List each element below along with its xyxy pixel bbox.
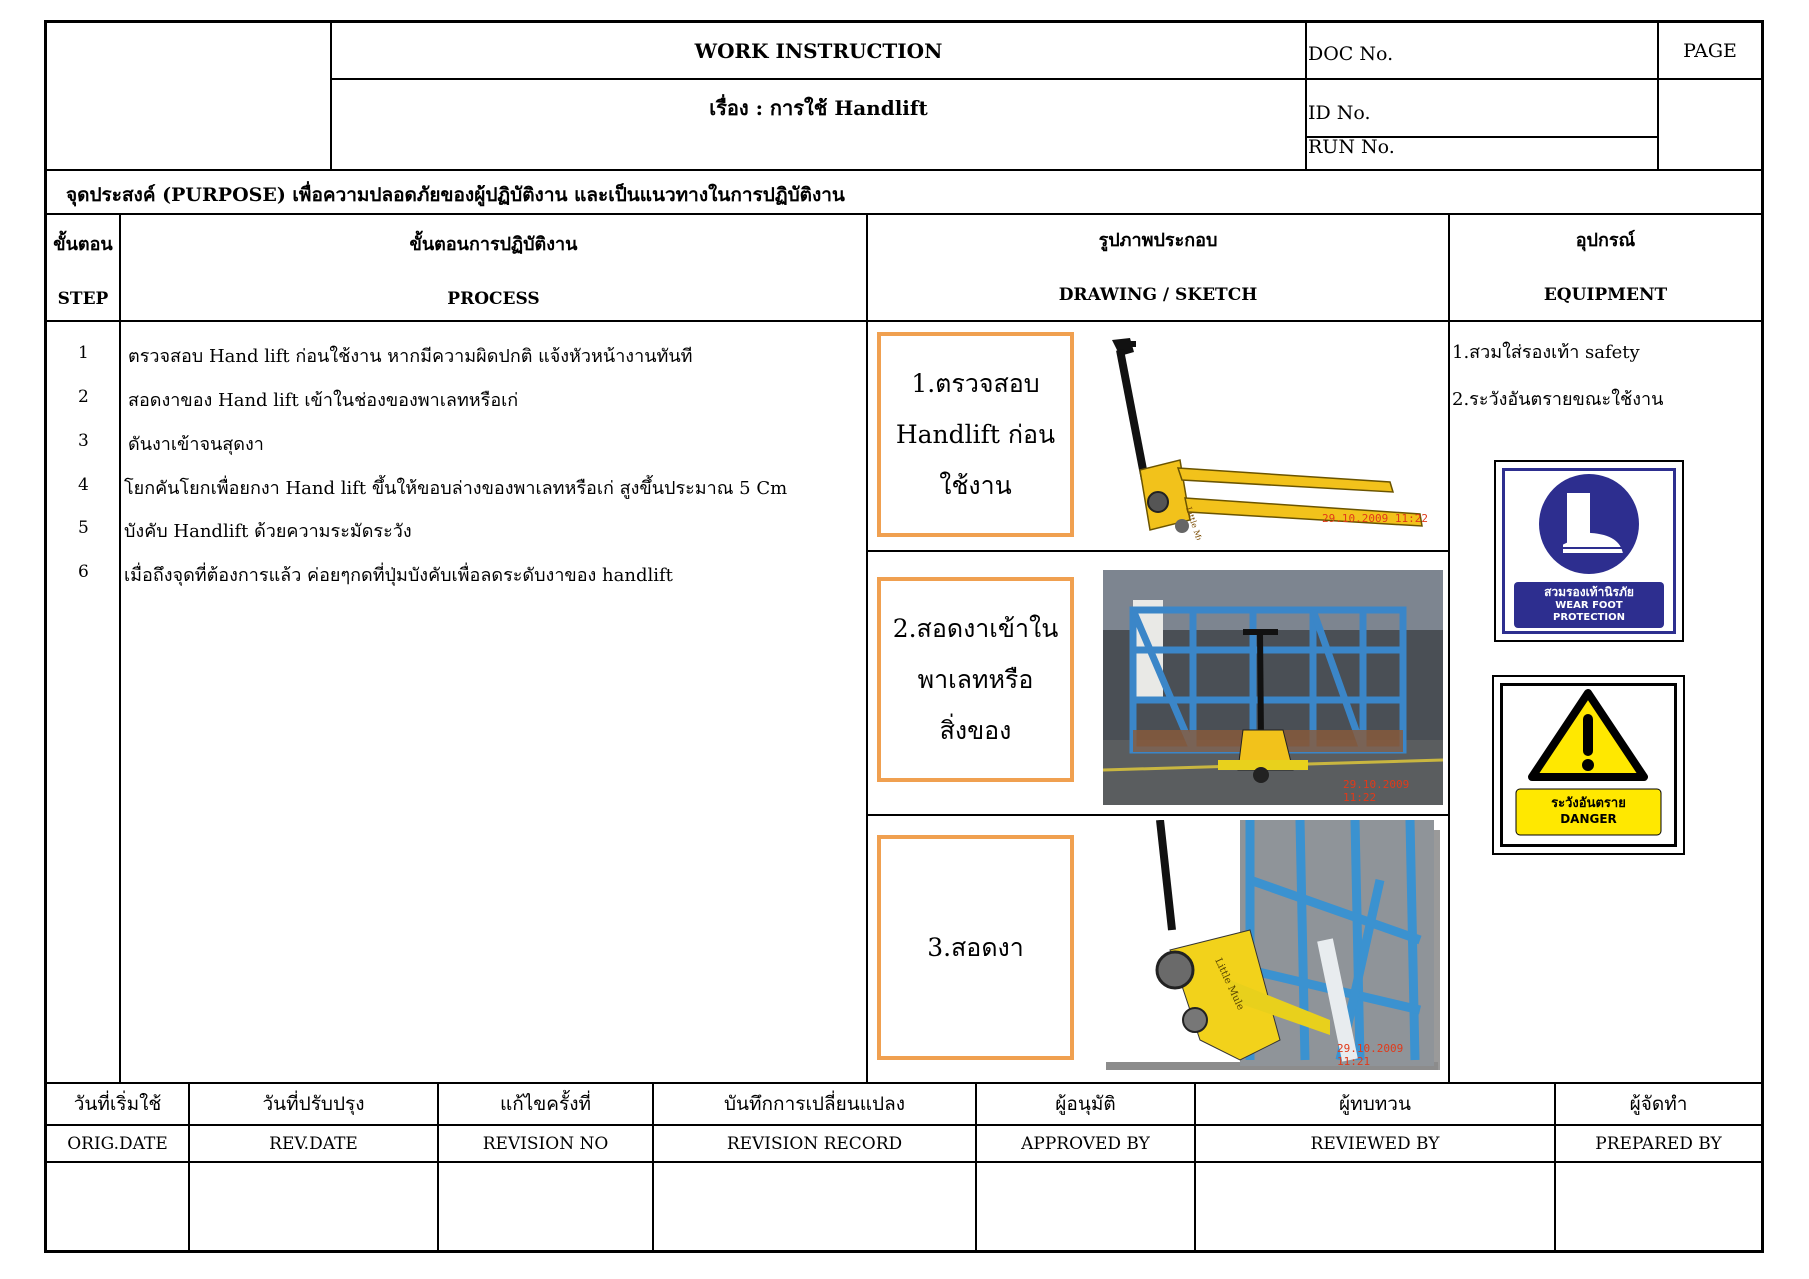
step-number: 6: [78, 562, 89, 582]
approved-by-label-th: ผู้อนุมัติ: [1055, 1093, 1116, 1115]
warning-triangle-icon: [1515, 689, 1662, 836]
wear-foot-protection-sign: สวมรองเท้านิรภัย WEAR FOOT PROTECTION: [1494, 460, 1684, 642]
danger-sign: ระวังอันตราย DANGER: [1492, 675, 1685, 855]
step-number: 2: [78, 387, 89, 407]
sketch-caption-1: 1.ตรวจสอบ Handlift ก่อน ใช้งาน: [877, 332, 1074, 537]
approved-by-label-en: APPROVED BY: [1021, 1133, 1150, 1154]
caption-line: Handlift ก่อน: [895, 420, 1056, 449]
photo-timestamp: 29.10.2009 11:22: [1322, 512, 1428, 525]
sketch-caption-3: 3.สอดงา: [877, 835, 1074, 1060]
purpose-statement: จุดประสงค์ (PURPOSE) เพื่อความปลอดภัยของ…: [66, 184, 845, 206]
equipment-item-1: 1.สวมใส่รองเท้า safety: [1452, 342, 1640, 363]
doc-no-label: DOC No.: [1308, 43, 1394, 65]
step-text: ตรวจสอบ Hand lift ก่อนใช้งาน หากมีความผิ…: [128, 346, 693, 367]
rev-date-label-th: วันที่ปรับปรุง: [262, 1093, 365, 1115]
fork-insert-photo: Little Mule 29.10.2009 11:21: [1100, 820, 1440, 1070]
document-title: WORK INSTRUCTION: [694, 38, 943, 63]
photo-timestamp: 29.10.2009 11:22: [1343, 778, 1410, 804]
boot-icon: [1514, 474, 1664, 628]
process-header-th: ขั้นตอนการปฏิบัติงาน: [409, 233, 578, 255]
step-number: 4: [78, 475, 89, 495]
run-no-label: RUN No.: [1308, 136, 1395, 158]
drawing-header-en: DRAWING / SKETCH: [1058, 285, 1258, 305]
caption-line: พาเลทหรือ: [917, 665, 1034, 694]
equipment-header-th: อุปกรณ์: [1575, 229, 1636, 251]
sign-text: PROTECTION: [1553, 612, 1625, 623]
photo-timestamp: 29.10.2009 11:21: [1337, 1042, 1404, 1068]
step-number: 5: [78, 518, 89, 538]
page-label: PAGE: [1683, 39, 1737, 62]
caption-line: 2.สอดงาเข้าใน: [892, 614, 1059, 643]
step-header-en: STEP: [57, 289, 109, 309]
reviewed-by-label-en: REVIEWED BY: [1310, 1133, 1440, 1154]
revision-record-label-en: REVISION RECORD: [726, 1133, 903, 1154]
caption-line: สิ่งของ: [939, 716, 1012, 745]
equipment-header-en: EQUIPMENT: [1543, 285, 1668, 305]
revision-record-label-th: บันทึกการเปลี่ยนแปลง: [723, 1093, 905, 1115]
handlift-photo: Little Mule 29.10.2009 11:22: [1090, 330, 1430, 540]
rev-date-label-en: REV.DATE: [269, 1133, 358, 1154]
drawing-header-th: รูปภาพประกอบ: [1098, 229, 1218, 251]
sign-text: DANGER: [1560, 812, 1617, 826]
revision-no-label-th: แก้ไขครั้งที่: [499, 1093, 591, 1115]
sign-text: สวมรองเท้านิรภัย: [1544, 584, 1634, 599]
document-subject: เรื่อง : การใช้ Handlift: [709, 96, 928, 120]
step-number: 3: [78, 431, 89, 451]
reviewed-by-label-th: ผู้ทบทวน: [1339, 1093, 1411, 1115]
sign-text: ระวังอันตราย: [1551, 795, 1626, 811]
sign-text: WEAR FOOT: [1555, 600, 1623, 611]
process-header-en: PROCESS: [447, 289, 540, 309]
orig-date-label-th: วันที่เริ่มใช้: [73, 1093, 162, 1115]
revision-no-label-en: REVISION NO: [482, 1133, 609, 1154]
step-text: บังคับ Handlift ด้วยความระมัดระวัง: [124, 521, 412, 542]
step-text: เมื่อถึงจุดที่ต้องการแล้ว ค่อยๆกดที่ปุ่ม…: [124, 565, 673, 586]
orig-date-label-en: ORIG.DATE: [67, 1133, 168, 1154]
id-no-label: ID No.: [1308, 102, 1371, 124]
prepared-by-label-th: ผู้จัดทำ: [1629, 1093, 1688, 1115]
caption-line: ใช้งาน: [939, 471, 1012, 500]
sketch-caption-2: 2.สอดงาเข้าใน พาเลทหรือ สิ่งของ: [877, 577, 1074, 782]
step-number: 1: [78, 343, 89, 363]
step-header-th: ขั้นตอน: [53, 233, 113, 255]
equipment-item-2: 2.ระวังอันตรายขณะใช้งาน: [1452, 389, 1664, 410]
caption-line: 1.ตรวจสอบ: [911, 369, 1040, 398]
step-text: โยกคันโยกเพื่อยกงา Hand lift ขึ้นให้ขอบล…: [124, 478, 788, 499]
prepared-by-label-en: PREPARED BY: [1595, 1133, 1722, 1154]
step-text: ดันงาเข้าจนสุดงา: [128, 434, 264, 455]
caption-line: 3.สอดงา: [927, 933, 1024, 962]
step-text: สอดงาของ Hand lift เข้าในช่องของพาเลทหรื…: [128, 390, 519, 411]
pallet-rack-photo: 29.10.2009 11:22: [1103, 570, 1443, 805]
